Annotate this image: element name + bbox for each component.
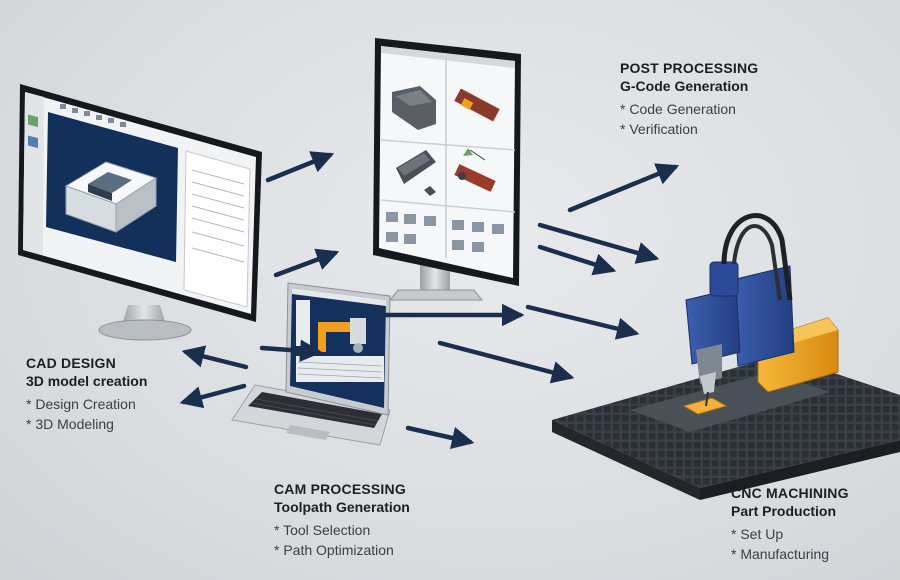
cnc-subtitle: Part Production bbox=[731, 502, 837, 519]
cad-item: Design Creation bbox=[26, 394, 147, 414]
arrow-to-cad-1 bbox=[181, 345, 249, 370]
arrow-post-to-cnc-2 bbox=[537, 244, 617, 276]
cam-subtitle: Toolpath Generation bbox=[274, 498, 410, 515]
cnc-title: CNC MACHINING bbox=[731, 485, 849, 501]
cad-title: CAD DESIGN bbox=[26, 355, 116, 371]
arrow-to-cad-2 bbox=[179, 383, 247, 409]
post-monitor bbox=[373, 38, 521, 301]
arrow-cad-to-post-2 bbox=[273, 248, 340, 278]
cad-subtitle: 3D model creation bbox=[26, 372, 148, 389]
arrow-cam-to-cad bbox=[259, 339, 323, 362]
post-subtitle: G-Code Generation bbox=[620, 77, 749, 94]
cnc-stage-label: CNC MACHINING Part Production Set Up Man… bbox=[731, 485, 849, 564]
cnc-machine bbox=[552, 213, 900, 500]
cad-stage-label: CAD DESIGN 3D model creation Design Crea… bbox=[26, 355, 147, 434]
post-items: Code Generation Verification bbox=[620, 99, 758, 139]
cad-items: Design Creation 3D Modeling bbox=[26, 394, 147, 434]
arrow-post-gcode bbox=[567, 163, 680, 213]
cam-item: Tool Selection bbox=[274, 520, 410, 540]
cnc-items: Set Up Manufacturing bbox=[731, 524, 849, 564]
arrow-cad-to-post bbox=[265, 151, 335, 183]
cam-title: CAM PROCESSING bbox=[274, 481, 406, 497]
arrow-to-cnc-4 bbox=[437, 340, 575, 384]
flow-arrows bbox=[179, 151, 680, 450]
post-title: POST PROCESSING bbox=[620, 60, 759, 76]
arrow-cam-to-cnc bbox=[405, 425, 475, 450]
cnc-item: Manufacturing bbox=[731, 544, 849, 564]
post-stage-label: POST PROCESSING G-Code Generation Code G… bbox=[620, 60, 758, 139]
cad-item: 3D Modeling bbox=[26, 414, 147, 434]
cnc-item: Set Up bbox=[731, 524, 849, 544]
cam-laptop bbox=[231, 282, 391, 446]
arrow-to-cnc-3 bbox=[525, 304, 640, 340]
post-item: Code Generation bbox=[620, 99, 758, 119]
part-thumbnails bbox=[392, 86, 500, 196]
cad-model bbox=[64, 161, 158, 233]
cad-monitor bbox=[18, 84, 262, 341]
post-item: Verification bbox=[620, 119, 758, 139]
cam-items: Tool Selection Path Optimization bbox=[274, 520, 410, 560]
cam-item: Path Optimization bbox=[274, 540, 410, 560]
arrow-post-to-cnc-1 bbox=[537, 222, 660, 264]
cam-stage-label: CAM PROCESSING Toolpath Generation Tool … bbox=[274, 481, 410, 560]
